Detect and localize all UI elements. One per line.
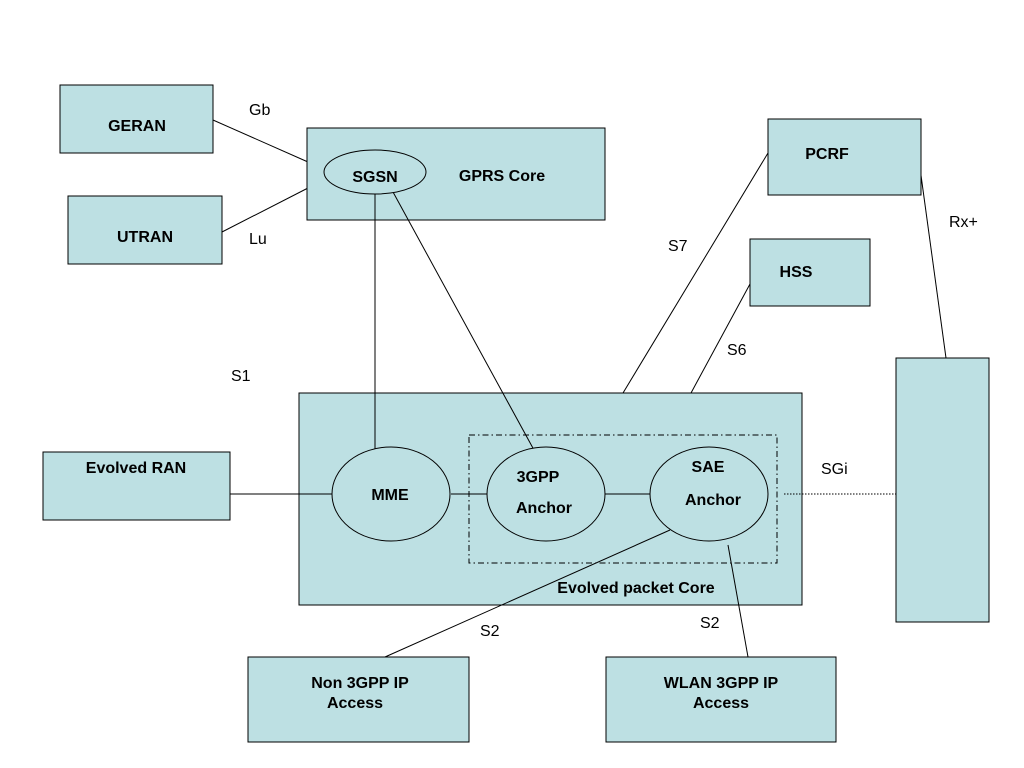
mme-node bbox=[331, 446, 451, 542]
lu-interface-label: Lu bbox=[249, 231, 267, 248]
anchor-boundary bbox=[468, 434, 778, 564]
non-3gpp-access-label-line2: Access bbox=[327, 695, 383, 712]
gb-interface-label: Gb bbox=[249, 102, 270, 119]
external-network-box bbox=[895, 357, 990, 623]
mme-label: MME bbox=[371, 487, 409, 504]
sgsn-label: SGSN bbox=[352, 169, 397, 186]
s6-interface-label: S6 bbox=[727, 342, 747, 359]
sae-anchor-label-line2: Anchor bbox=[685, 492, 741, 509]
rx-plus-interface-label: Rx+ bbox=[949, 214, 978, 231]
sae-anchor-label-line1: SAE bbox=[692, 459, 725, 476]
hss-label: HSS bbox=[780, 264, 813, 281]
sgsn-3gpp-anchor-link bbox=[392, 191, 541, 462]
sgsn-node bbox=[323, 149, 427, 195]
wlan-3gpp-access-box bbox=[605, 656, 837, 743]
sae-anchor-node bbox=[649, 446, 769, 542]
s2-non3gpp-link bbox=[384, 529, 671, 658]
gprs-core-label: GPRS Core bbox=[459, 168, 545, 185]
geran-label: GERAN bbox=[108, 118, 166, 135]
non-3gpp-access-label-line1: Non 3GPP IP bbox=[311, 675, 409, 692]
non-3gpp-access-box bbox=[247, 656, 470, 743]
3gpp-anchor-label-line1: 3GPP bbox=[517, 469, 560, 486]
gb-link bbox=[212, 119, 309, 163]
utran-label: UTRAN bbox=[117, 229, 173, 246]
pcrf-box bbox=[767, 118, 922, 196]
evolved-ran-label: Evolved RAN bbox=[86, 460, 186, 477]
evolved-packet-core-label: Evolved packet Core bbox=[557, 580, 715, 597]
wlan-3gpp-access-label-line1: WLAN 3GPP IP bbox=[664, 675, 779, 692]
utran-box bbox=[67, 195, 223, 265]
s7-link bbox=[622, 152, 769, 394]
s2-wlan-link bbox=[727, 544, 749, 658]
pcrf-rx-link bbox=[919, 167, 947, 359]
s2-right-interface-label: S2 bbox=[700, 615, 720, 632]
s2-left-interface-label: S2 bbox=[480, 623, 500, 640]
sgi-interface-label: SGi bbox=[821, 461, 848, 478]
lu-link bbox=[221, 187, 309, 233]
wlan-3gpp-access-label-line2: Access bbox=[693, 695, 749, 712]
evolved-ran-box bbox=[42, 451, 231, 521]
3gpp-anchor-node bbox=[486, 446, 606, 542]
geran-box bbox=[59, 84, 214, 154]
s7-interface-label: S7 bbox=[668, 238, 688, 255]
s1-interface-label: S1 bbox=[231, 368, 251, 385]
hss-box bbox=[749, 238, 871, 307]
pcrf-label: PCRF bbox=[805, 146, 849, 163]
s6-link bbox=[690, 283, 751, 394]
3gpp-anchor-label-line2: Anchor bbox=[516, 500, 572, 517]
